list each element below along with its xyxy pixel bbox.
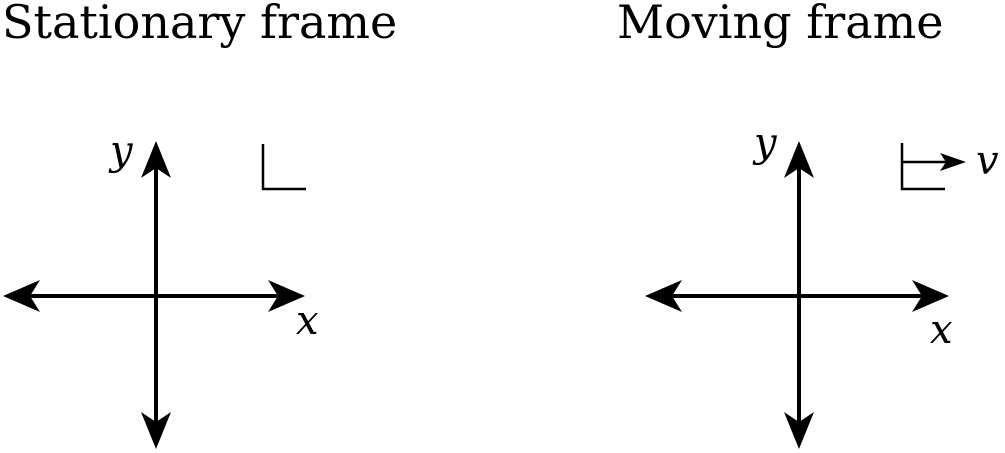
- stationary-x-axis-right-arrow-icon: [268, 280, 305, 312]
- stationary-frame-panel: Stationary frame x y: [2, 0, 397, 449]
- stationary-y-axis-down-arrow-icon: [141, 412, 171, 449]
- corner-bracket-icon: [261, 144, 306, 191]
- moving-frame-title: Moving frame: [617, 0, 943, 49]
- stationary-frame-title: Stationary frame: [2, 0, 397, 49]
- corner-bracket-with-arrow-icon: [900, 143, 966, 191]
- moving-y-label: y: [752, 120, 778, 166]
- stationary-y-axis-up-arrow-icon: [141, 141, 171, 178]
- stationary-y-label: y: [108, 128, 134, 174]
- moving-x-axis-right-arrow-icon: [912, 280, 949, 312]
- moving-x-axis-left-arrow-icon: [645, 280, 682, 312]
- moving-frame-panel: Moving frame x y v: [617, 0, 999, 449]
- moving-x-label: x: [930, 307, 953, 353]
- stationary-x-label: x: [296, 298, 319, 344]
- moving-corner-bracket: [900, 143, 945, 191]
- stationary-x-axis-left-arrow-icon: [3, 280, 40, 312]
- velocity-arrow-head-icon: [940, 153, 966, 171]
- velocity-label: v: [976, 138, 999, 184]
- moving-y-axis-down-arrow-icon: [784, 412, 814, 449]
- moving-y-axis-up-arrow-icon: [784, 141, 814, 178]
